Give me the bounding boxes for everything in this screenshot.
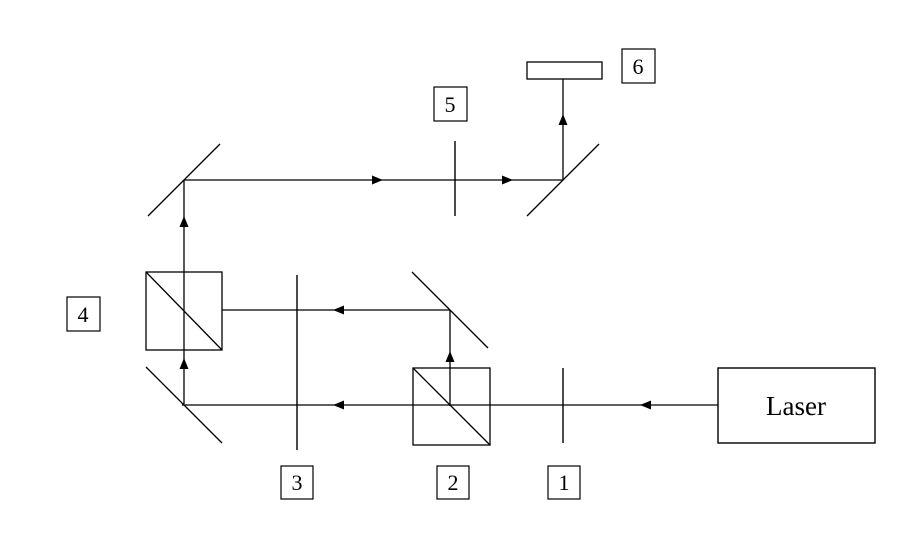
arrowhead-up-below-bs4 [179, 358, 189, 369]
beamsplitter-2-cube [412, 367, 491, 446]
arrowhead-up-above-bs4 [179, 216, 189, 227]
mirror-upper-right [526, 143, 600, 217]
laser-source: Laser [717, 367, 876, 444]
detector-6-body [526, 61, 603, 80]
arrowhead-up-above-bs2 [445, 351, 455, 362]
label-1-text: 1 [559, 470, 570, 495]
arrowhead-right-before-5 [372, 175, 383, 185]
mirror-middle [411, 271, 489, 349]
mirror-lower-left [145, 366, 223, 444]
label-2-text: 2 [448, 470, 459, 495]
detector-6 [526, 61, 603, 80]
arrowhead-right-after-5 [502, 175, 513, 185]
label-4-text: 4 [78, 302, 89, 327]
optical-plates [296, 141, 564, 450]
beamsplitter-4-cube [145, 271, 223, 351]
arrowhead-left-2-to-3 [333, 400, 344, 410]
laser-box [717, 367, 876, 444]
label-6-box [621, 48, 656, 84]
arrowhead-left-mirror-to-bs4 [333, 305, 344, 315]
beam-paths [179, 79, 718, 410]
beamsplitter-2 [412, 367, 491, 446]
label-5-text: 5 [445, 92, 456, 117]
label-1: 1 [547, 465, 581, 500]
label-2-box [436, 465, 470, 500]
label-5-box [433, 86, 468, 122]
label-6: 6 [621, 48, 656, 84]
label-4-box [66, 296, 101, 332]
beamsplitter-4 [145, 271, 223, 351]
mirrors [145, 143, 600, 444]
laser-label: Laser [766, 391, 826, 421]
beamsplitter-4-diagonal [145, 271, 223, 351]
label-3: 3 [280, 465, 314, 500]
arrowhead-up-to-6 [558, 114, 568, 125]
label-6-text: 6 [633, 54, 644, 79]
label-2: 2 [436, 465, 470, 500]
label-3-box [280, 465, 314, 500]
label-1-box [547, 465, 581, 500]
label-4: 4 [66, 296, 101, 332]
mirror-upper-left [147, 143, 221, 217]
beamsplitter-2-diagonal [412, 367, 491, 446]
arrowhead-left-laser-to-1 [640, 400, 651, 410]
label-3-text: 3 [292, 470, 303, 495]
label-5: 5 [433, 86, 468, 122]
